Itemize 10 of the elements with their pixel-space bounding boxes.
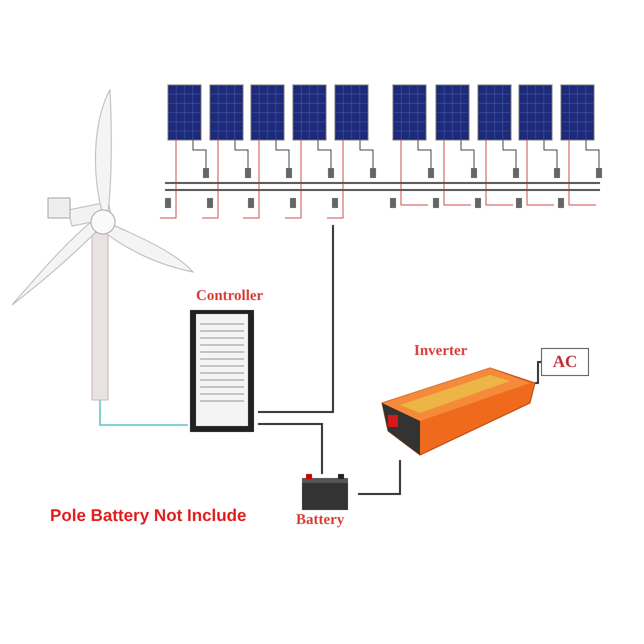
cable — [535, 361, 541, 384]
cable — [358, 460, 401, 495]
note-text: Pole Battery Not Include — [50, 506, 246, 526]
output-box: AC — [541, 348, 589, 376]
cable — [258, 225, 334, 413]
device-label: Battery — [296, 512, 344, 529]
device-label: Controller — [196, 288, 264, 305]
cable — [99, 400, 188, 426]
cable — [258, 423, 323, 474]
device-label: Inverter — [414, 343, 468, 360]
